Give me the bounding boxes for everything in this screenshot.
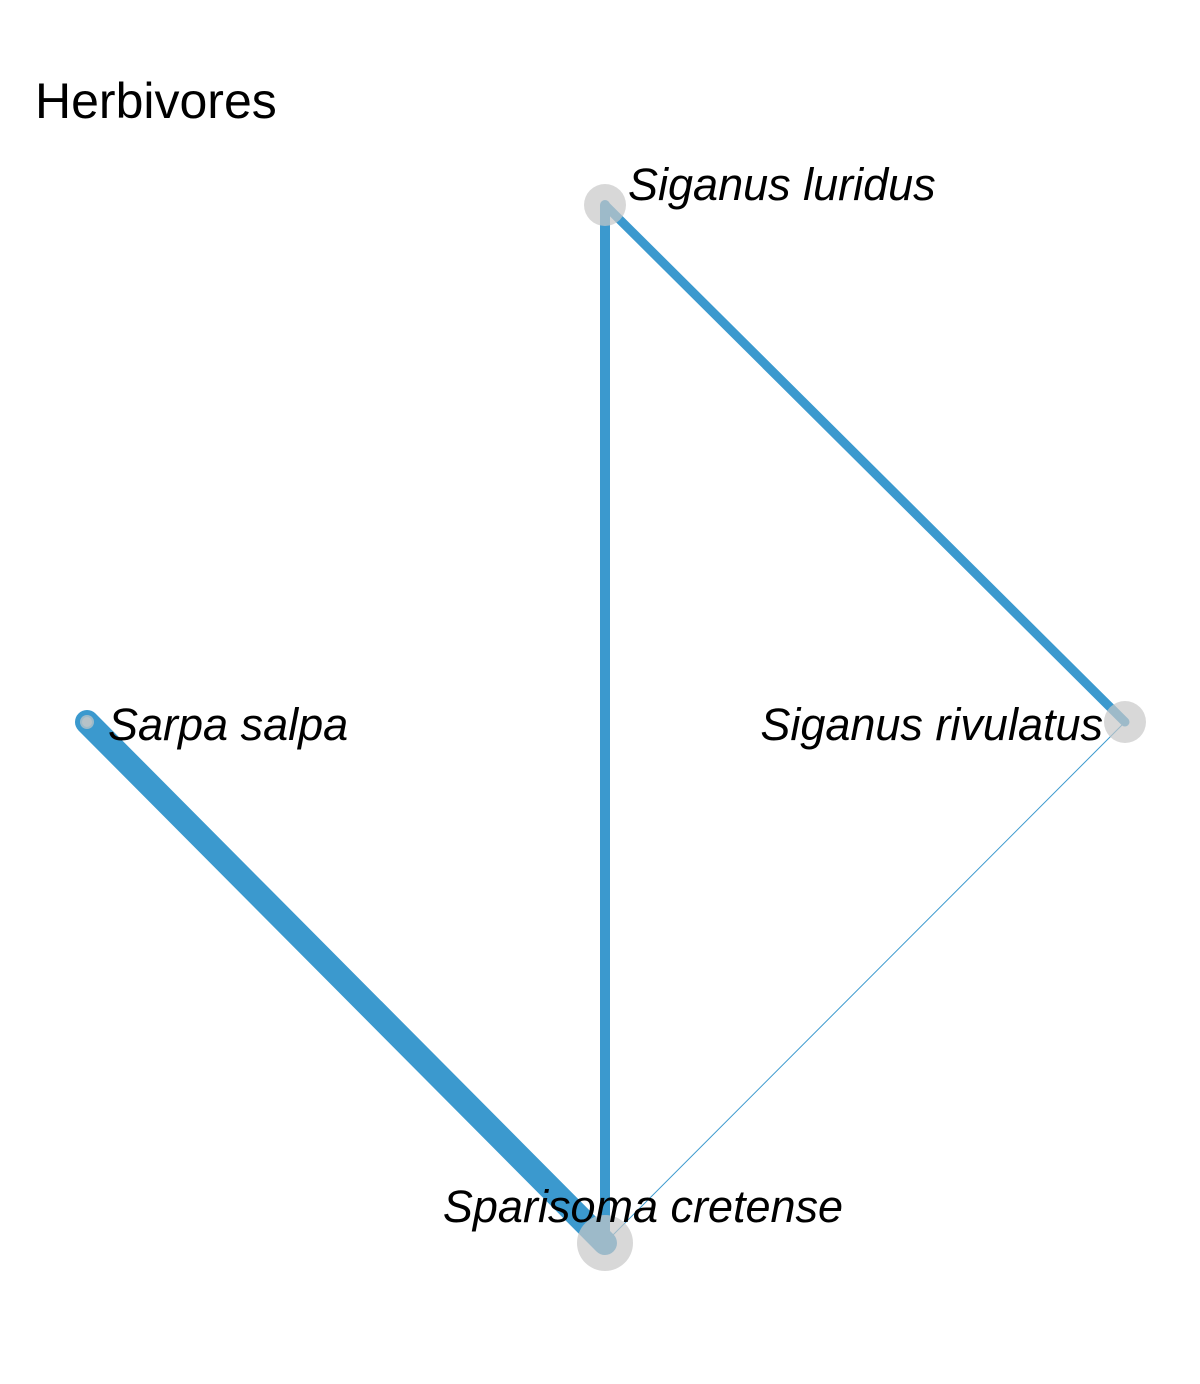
node-siganus-luridus	[584, 184, 626, 226]
diagram-title: Herbivores	[35, 73, 277, 129]
node-sparisoma-cretense	[577, 1215, 633, 1271]
edge-siganus-luridus-to-siganus-rivulatus	[600, 200, 1130, 727]
node-label-sarpa-salpa: Sarpa salpa	[108, 699, 348, 750]
edge-siganus-rivulatus-to-sparisoma-cretense	[604, 721, 1126, 1244]
nodes-group	[80, 184, 1146, 1271]
node-label-siganus-rivulatus: Siganus rivulatus	[760, 699, 1103, 750]
edges-group	[75, 200, 1130, 1255]
node-sarpa-salpa-marker	[82, 717, 92, 727]
edge-sarpa-salpa-to-sparisoma-cretense	[75, 710, 617, 1255]
node-siganus-rivulatus	[1104, 701, 1146, 743]
node-label-sparisoma-cretense: Sparisoma cretense	[443, 1181, 843, 1232]
node-label-siganus-luridus: Siganus luridus	[628, 159, 936, 210]
